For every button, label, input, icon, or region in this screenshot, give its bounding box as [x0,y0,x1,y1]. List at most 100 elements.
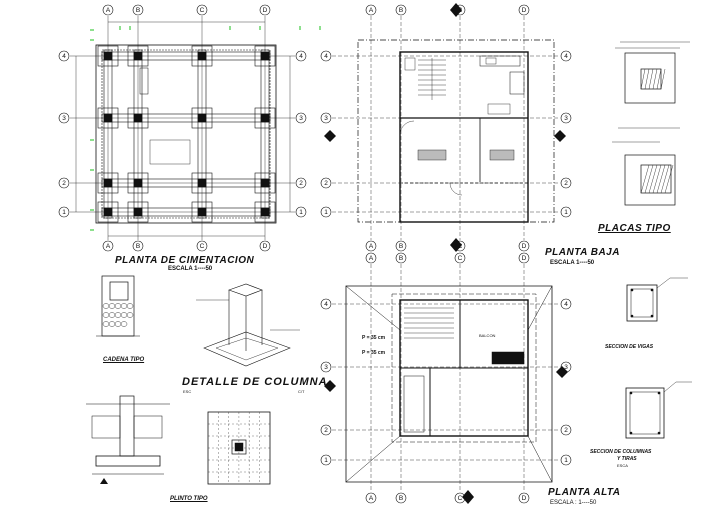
cim-footing-2-1 [191,107,213,129]
alta-roof-hip-1 [345,285,401,331]
footing-column [119,395,135,457]
plate-inner-1 [640,68,662,90]
chain-footing-outline [101,275,135,337]
baja-axis-1-left-label: 1 [324,209,328,216]
cim-axis-A-bottom-circle [102,240,114,252]
upper-floor-scale: ESCALA : 1----50 [550,500,597,506]
chain-stone [102,321,110,327]
cim-axis-2-right-label: 2 [299,180,303,187]
cim-beam-col-3 [260,49,270,219]
alta-axis-2-right-label: 2 [564,427,568,434]
chain-stone [114,312,122,318]
ground-floor-scale: ESCALA 1----50 [550,260,595,266]
cim-axis-C-top-circle [196,4,208,16]
baja-axis-4-right-label: 4 [564,53,568,60]
alta-axis-3-left-label: 3 [324,364,328,371]
baja-axis-B-top-label: B [399,7,403,14]
cim-column-1-3 [133,207,143,217]
baja-section-arrow-left [324,130,336,142]
footing-detail-title: PLINTO TIPO [170,496,208,502]
beam-rebar-3 [650,314,654,318]
cim-footing-0-2 [97,172,119,194]
cim-axis-B-top-circle [132,4,144,16]
cim-axis-3-right-circle [295,112,307,124]
baja-bed [489,149,515,161]
cim-axis-C-top-label: C [200,7,205,14]
alta-axis-2-right-circle [560,424,572,436]
cim-footing-1-0 [127,45,149,67]
cim-axis-4-left-circle [58,50,70,62]
chain-detail-title: CADENA TIPO [103,357,145,363]
column-3d-base-inner [215,337,279,361]
chain-stone [126,303,134,309]
beam-section-outer [626,284,658,322]
cim-footing-0-3 [97,201,119,223]
beam-section-title: SECCION DE VIGAS [605,344,654,350]
alta-axis-A-top-circle [365,252,377,264]
cim-axis-3-left-circle [58,112,70,124]
alta-axis-D-top-circle [518,252,530,264]
cim-column-0-0 [103,51,113,61]
alta-axis-C-top-circle [454,252,466,264]
footing-fill-right [133,415,163,439]
alta-axis-4-left-circle [320,298,332,310]
cim-axis-4-left-label: 4 [62,53,66,60]
foundation-plan-title: PLANTA DE CIMENTACION [115,255,255,266]
chain-stone [102,312,110,318]
cim-beam-col-0 [103,49,113,219]
cim-inner-footing [101,49,271,219]
alta-axis-4-right-circle [560,298,572,310]
cim-axis-2-left-label: 2 [62,180,66,187]
baja-axis-D-top-label: D [522,7,527,14]
room-label-balcon: BALCON [479,333,496,338]
cim-footing-2-2 [191,172,213,194]
baja-axis-4-left-label: 4 [324,53,328,60]
baja-axis-2-left-circle [320,177,332,189]
cim-axis-3-right-label: 3 [299,115,303,122]
cim-column-1-0 [133,51,143,61]
chain-stones [102,303,134,327]
ground-floor-title: PLANTA BAJA [545,247,620,258]
plate-hatch-1 [656,68,662,90]
baja-section-arrow-right [554,130,566,142]
baja-stair [418,58,446,100]
plate-outer-2 [624,154,676,206]
column-section-inner [629,391,661,435]
footing-plan-column-core [234,442,244,452]
alta-bath-area [403,375,425,433]
baja-axis-1-right-label: 1 [564,209,568,216]
plates-title: PLACAS TIPO [598,223,671,234]
footing-arrow [100,478,108,484]
cim-column-2-1 [197,113,207,123]
baja-axis-3-right-label: 3 [564,115,568,122]
column-detail-scale: ESC [183,389,192,394]
alta-stair [404,307,454,339]
cim-axis-1-left-circle [58,206,70,218]
alta-axis-D-bottom-circle [518,492,530,504]
cim-axis-D-top-circle [259,4,271,16]
cim-axis-4-right-label: 4 [299,53,303,60]
alta-section-arrow [462,490,474,504]
alta-axis-3-right-label: 3 [564,364,568,371]
cim-column-2-3 [197,207,207,217]
cim-footing-0-0 [97,45,119,67]
beam-rebar-2 [630,314,634,318]
alta-axis-4-left-label: 4 [324,301,328,308]
alta-section-arrow-right [556,366,568,378]
construction-details [86,41,692,485]
cim-axis-2-right-circle [295,177,307,189]
cim-column-3-0 [260,51,270,61]
column-section-title: SECCION DE COLUMNAS [590,449,652,455]
cim-column-1-1 [133,113,143,123]
alta-axis-D-top-label: D [522,255,527,262]
baja-axis-B-bottom-label: B [399,243,403,250]
cim-axis-1-right-label: 1 [299,209,303,216]
chain-stone [120,321,128,327]
cim-axis-D-bottom-label: D [263,243,268,250]
cim-stair-footing [139,67,149,95]
alta-axis-C-top-label: C [458,255,463,262]
